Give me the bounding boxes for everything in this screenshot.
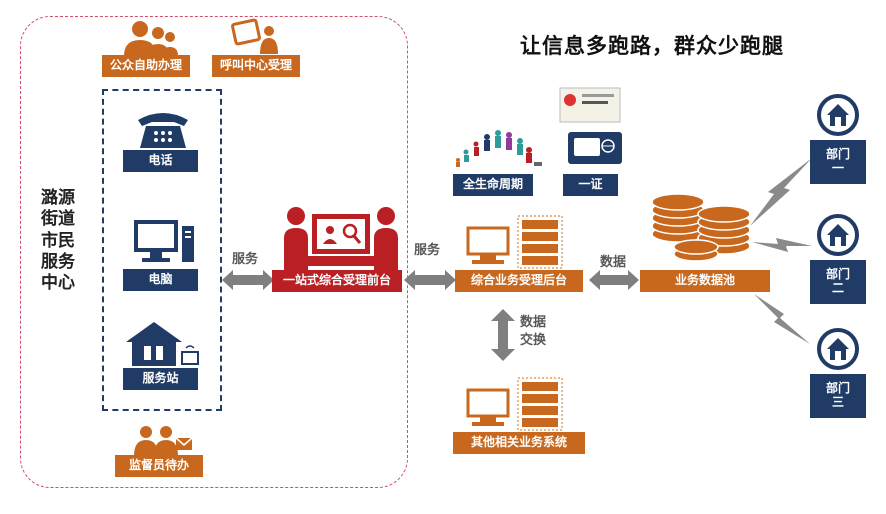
department-building-icon: [817, 328, 859, 370]
service-arrow-left: [222, 270, 274, 290]
bolt-to-dept-2: [752, 238, 812, 252]
data-arrow: [589, 270, 639, 290]
bolt-to-dept-1: [750, 158, 812, 226]
service-right-text: 服务: [414, 243, 441, 258]
department-3: 部门 三: [810, 326, 866, 422]
tablet-person-icon: [231, 18, 278, 54]
department-building-icon: [817, 94, 859, 136]
department-2: 部门 二: [810, 212, 866, 308]
lifecycle-people-icon: [456, 130, 542, 167]
service-center-name: 潞源 街道 市民 服务 中心: [41, 188, 75, 293]
department-1: 部门 一: [810, 92, 866, 188]
service-arrow-right: [404, 270, 456, 290]
service-center-frame: [20, 16, 408, 488]
id-card-icon: [559, 87, 622, 164]
other-systems-icon: [466, 377, 563, 431]
telephone-label: 电话: [123, 150, 198, 172]
page-title: 让信息多跑路，群众少跑腿: [520, 34, 784, 58]
computer-server-icon: [466, 215, 563, 269]
self-service-label: 公众自助办理: [102, 55, 190, 77]
call-center-label: 呼叫中心受理: [212, 55, 300, 77]
front-desk-label: 一站式综合受理前台: [272, 270, 402, 292]
computer-icon: [134, 220, 194, 262]
lifecycle-label: 全生命周期: [453, 174, 533, 196]
other-systems-label: 其他相关业务系统: [453, 432, 585, 454]
supervisor-label: 监督员待办: [115, 455, 203, 477]
bolt-to-dept-3: [754, 294, 810, 344]
people-icon: [124, 21, 178, 56]
data-exchange-arrow: [491, 309, 515, 361]
department-building-icon: [817, 214, 859, 256]
staff-icon: [134, 426, 193, 456]
one-card-label: 一证: [563, 174, 618, 196]
service-station-label: 服务站: [123, 368, 198, 390]
data-text: 数据: [600, 255, 627, 270]
data-exchange-text: 数据 交换: [520, 315, 547, 348]
reception-icon: [284, 207, 398, 270]
service-left-text: 服务: [232, 252, 259, 267]
computer-label: 电脑: [123, 269, 198, 291]
database-icon: [651, 193, 751, 262]
channel-frame: [102, 89, 222, 411]
telephone-icon: [138, 113, 188, 148]
data-pool-label: 业务数据池: [640, 270, 770, 292]
backend-label: 综合业务受理后台: [455, 270, 583, 292]
house-icon: [126, 322, 199, 366]
